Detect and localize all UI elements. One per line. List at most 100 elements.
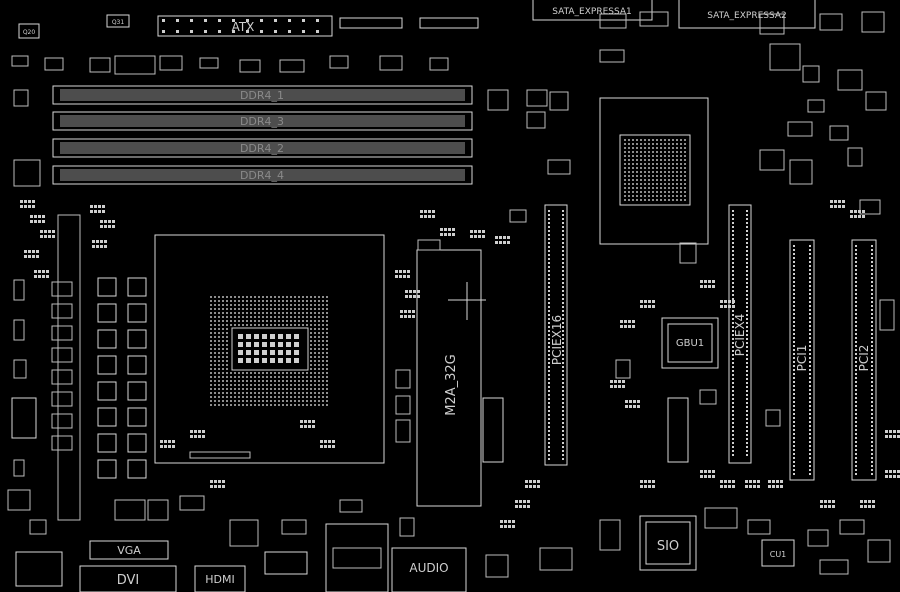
cpu-land xyxy=(262,324,264,326)
cpu-land xyxy=(326,344,328,346)
sata-expressa1-connector[interactable]: SATA_EXPRESSA1 xyxy=(532,0,653,21)
pch-ball xyxy=(668,183,670,185)
slot-pin xyxy=(793,257,795,259)
slot-pin xyxy=(793,313,795,315)
solder-pad xyxy=(194,435,197,438)
pci2-slot[interactable]: PCI2 xyxy=(851,239,877,481)
slot-pin xyxy=(548,450,550,452)
pciex1-slot-2[interactable] xyxy=(667,397,689,463)
passive-component xyxy=(487,89,509,111)
pch-ball xyxy=(632,191,634,193)
dvi-port[interactable]: DVI xyxy=(79,565,177,592)
rear-connector-left[interactable] xyxy=(15,551,63,587)
pciex16-slot[interactable]: PCIEX16 xyxy=(544,204,568,466)
solder-pad xyxy=(164,445,167,448)
hdmi-label: HDMI xyxy=(205,573,234,586)
atx-pin xyxy=(176,30,179,33)
hdmi-port[interactable]: HDMI xyxy=(194,565,246,592)
solder-pad xyxy=(424,210,427,213)
usb-header[interactable] xyxy=(264,551,308,575)
dimm-slot-ddr4-2[interactable]: DDR4_2 xyxy=(52,138,473,158)
slot-pin xyxy=(732,242,734,244)
pch-ball xyxy=(680,163,682,165)
cpu-land xyxy=(286,320,288,322)
cpu-land xyxy=(250,404,252,406)
cpu-center-pad xyxy=(238,350,243,355)
slot-pin xyxy=(732,402,734,404)
cpu-land xyxy=(246,372,248,374)
pch-ball xyxy=(628,139,630,141)
solder-pad xyxy=(100,225,103,228)
cpu-land xyxy=(326,348,328,350)
cpu-land xyxy=(270,308,272,310)
cpu-land xyxy=(294,324,296,326)
cpu-land xyxy=(326,320,328,322)
cpu-land xyxy=(318,312,320,314)
dimm-slot-ddr4-3[interactable]: DDR4_3 xyxy=(52,111,473,131)
solder-pad xyxy=(90,205,93,208)
slot-pin xyxy=(809,429,811,431)
slot-pin xyxy=(562,302,564,304)
m2-slot[interactable]: M2A_32G xyxy=(416,249,486,507)
cpu-land xyxy=(306,300,308,302)
solder-pad xyxy=(399,270,402,273)
cpu-land xyxy=(214,380,216,382)
slot-pin xyxy=(746,266,748,268)
atx-power-header[interactable]: ATX xyxy=(157,15,333,37)
slot-pin xyxy=(809,293,811,295)
pch-ball xyxy=(684,187,686,189)
slot-pin xyxy=(746,298,748,300)
cpu-land xyxy=(222,364,224,366)
slot-pin xyxy=(548,442,550,444)
cpu-land xyxy=(250,380,252,382)
slot-pin xyxy=(871,357,873,359)
solder-pad xyxy=(395,270,398,273)
slot-pin xyxy=(855,357,857,359)
cpu-socket[interactable] xyxy=(154,234,385,464)
slot-pin xyxy=(809,329,811,331)
slot-pin xyxy=(793,325,795,327)
solder-pad xyxy=(519,505,522,508)
solder-pad xyxy=(478,230,481,233)
slot-pin xyxy=(809,461,811,463)
usb-lan-port[interactable] xyxy=(325,523,389,592)
cpu-land xyxy=(250,324,252,326)
slot-pin xyxy=(746,438,748,440)
slot-pin xyxy=(562,370,564,372)
passive-component xyxy=(239,59,261,73)
slot-pin xyxy=(871,301,873,303)
passive-component xyxy=(339,499,363,513)
pch-ball xyxy=(628,151,630,153)
pciex4-slot[interactable]: PCIEX4 xyxy=(728,204,752,464)
audio-jack[interactable]: AUDIO xyxy=(391,547,467,592)
vga-port[interactable]: VGA xyxy=(89,540,169,560)
cpu-land xyxy=(218,364,220,366)
dimm-slot-ddr4-1[interactable]: DDR4_1 xyxy=(52,85,473,105)
cpu-land xyxy=(238,404,240,406)
solder-pad xyxy=(36,255,39,258)
slot-pin xyxy=(793,449,795,451)
cpu-land xyxy=(310,312,312,314)
cpu-land xyxy=(226,312,228,314)
solder-pad xyxy=(403,275,406,278)
atx-pin xyxy=(204,19,207,22)
cpu-land xyxy=(294,316,296,318)
pch-ball xyxy=(684,199,686,201)
solder-pad xyxy=(38,270,41,273)
cpu-land xyxy=(210,312,212,314)
slot-pin xyxy=(793,293,795,295)
pch-ball xyxy=(624,155,626,157)
solder-pad xyxy=(842,200,845,203)
pciex1-slot-1[interactable] xyxy=(482,397,504,463)
dimm-slot-ddr4-4[interactable]: DDR4_4 xyxy=(52,165,473,185)
sata-expressa2-connector[interactable]: SATA_EXPRESSA2 xyxy=(678,0,816,29)
cpu-land xyxy=(278,308,280,310)
cpu-land xyxy=(210,384,212,386)
solder-pad xyxy=(712,470,715,473)
cpu-land xyxy=(214,316,216,318)
passive-component xyxy=(114,55,156,75)
cpu-land xyxy=(262,400,264,402)
pci1-slot[interactable]: PCI1 xyxy=(789,239,815,481)
solder-pad xyxy=(885,435,888,438)
